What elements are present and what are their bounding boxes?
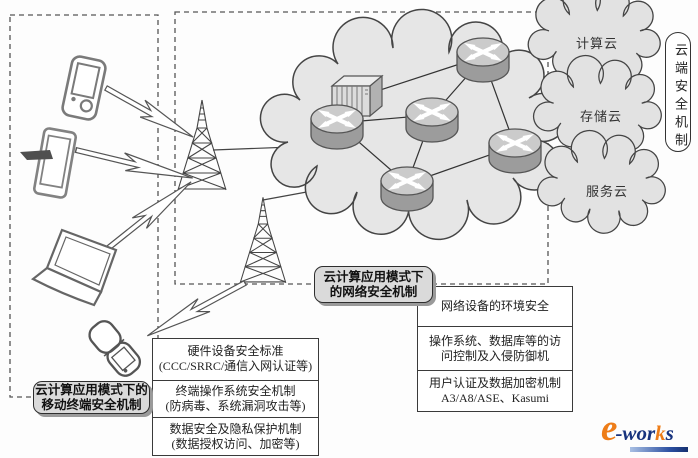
router-icon [379,165,435,213]
flip-phone-icon [88,320,142,377]
router-icon [455,36,511,84]
table-cell-line: 网络设备的环境安全 [440,298,549,313]
table-row: 硬件设备安全标准 (CCC/SRRC/通信入网认证等) [153,339,318,380]
callout-line: 的网络安全机制 [329,284,418,299]
router-icon [309,103,365,151]
table-cell-line: (防病毒、系统漏洞攻击等) [165,398,306,413]
callout-line: 移动终端安全机制 [41,397,142,412]
laptop-icon [30,228,118,307]
logo-letter-e: e [601,408,618,449]
table-cell-line: 数据安全及隐私保护机制 [169,421,302,436]
table-row: 用户认证及数据加密机制 A3/A8/ASE、Kasumi [418,370,572,411]
logo-text: -wor [615,421,656,445]
table-row: 网络设备的环境安全 [418,287,572,326]
mobile-terminal-mechanism-callout: 云计算应用模式下的 移动终端安全机制 [33,381,150,414]
table-cell-line: 问控制及入侵防御机 [440,348,549,363]
network-mechanism-callout: 云计算应用模式下 的网络安全机制 [314,266,433,303]
table-cell-line: (CCC/SRRC/通信入网认证等) [158,359,313,374]
eworks-logo: e-works [601,410,674,451]
lightning-arrow [96,174,198,261]
pda-icon [61,55,107,121]
terminal-security-table: 硬件设备安全标准 (CCC/SRRC/通信入网认证等) 终端操作系统安全机制 (… [152,338,319,456]
table-cell-line: 终端操作系统安全机制 [175,383,296,398]
cloud-side-security-label: 云端安全机制 [665,32,691,152]
router-icon [487,127,543,175]
network-security-table: 网络设备的环境安全 操作系统、数据库等的访 问控制及入侵防御机 用户认证及数据加… [417,286,573,412]
logo-letter-s: s [665,421,674,445]
router-icon [404,96,460,144]
callout-line: 云计算应用模式下的 [35,382,148,397]
lightning-arrow [101,79,198,146]
storage-cloud-label: 存储云 [579,109,622,124]
service-cloud-label: 服务云 [585,184,628,199]
table-cell-line: 操作系统、数据库等的访 [428,333,561,348]
radio-tower-icon [239,196,287,284]
table-cell-line: 用户认证及数据加密机制 [428,376,561,391]
compute-cloud-label: 计算云 [575,36,618,51]
tablet-stylus-icon [20,127,77,199]
logo-letter-k: k [655,421,666,445]
lightning-arrow [73,141,196,187]
callout-line: 云计算应用模式下 [323,269,424,284]
table-row: 终端操作系统安全机制 (防病毒、系统漏洞攻击等) [153,379,318,418]
table-row: 数据安全及隐私保护机制 (数据授权访问、加密等) [153,417,318,455]
table-cell-line: 硬件设备安全标准 [187,344,284,359]
lightning-arrow [142,274,250,344]
logo-underline-bar [630,447,688,452]
table-row: 操作系统、数据库等的访 问控制及入侵防御机 [418,325,572,371]
table-cell-line: A3/A8/ASE、Kasumi [440,391,549,406]
table-cell-line: (数据授权访问、加密等) [171,436,300,451]
